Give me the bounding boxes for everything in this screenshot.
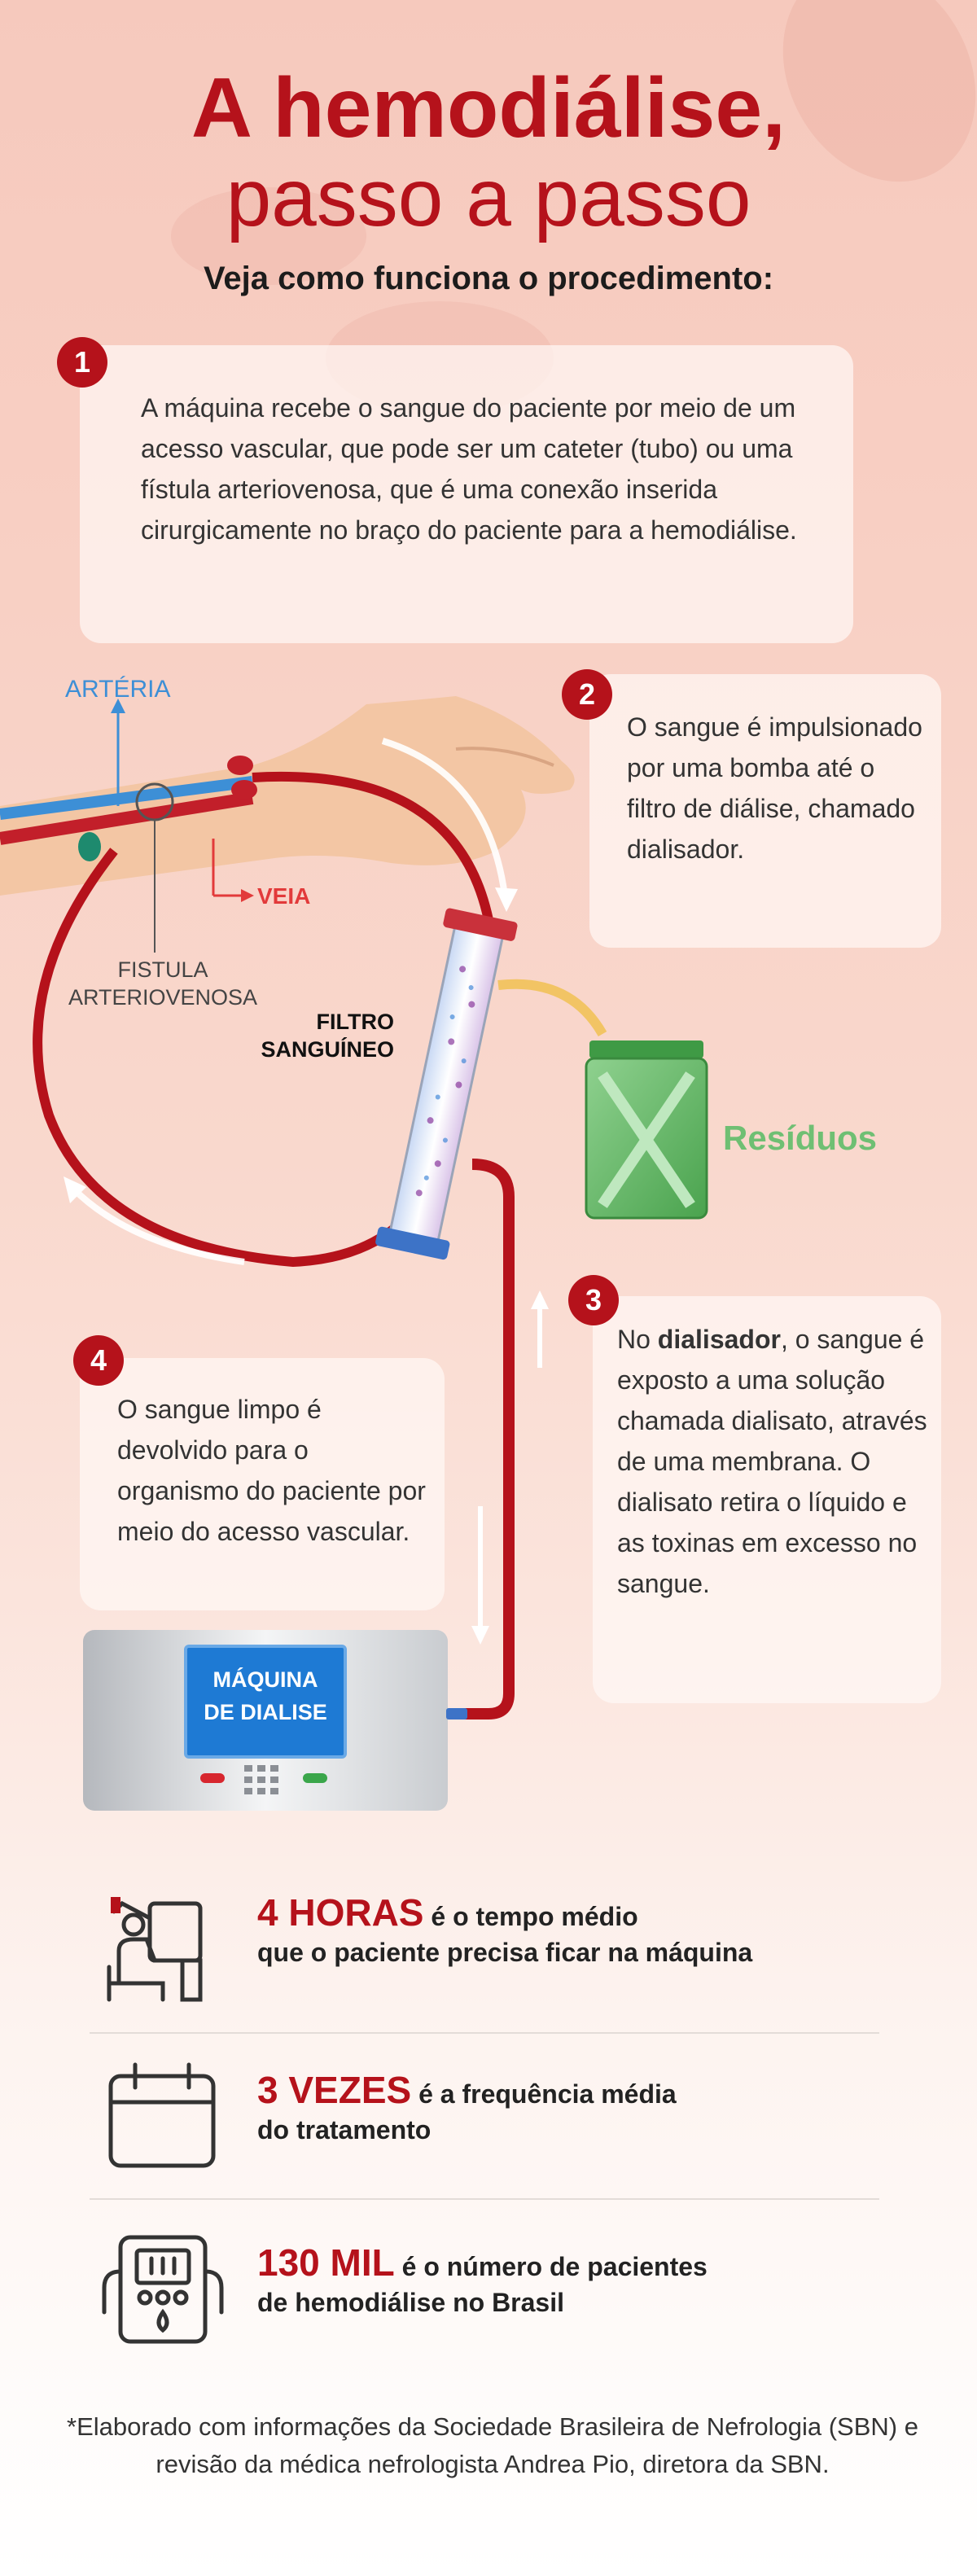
step-4-card: O sangue limpo é devolvido para o organi… — [80, 1358, 445, 1610]
step-4-text: O sangue limpo é devolvido para o organi… — [117, 1395, 426, 1546]
stat-3-line2: de hemodiálise no Brasil — [257, 2288, 564, 2317]
blood-line-to-machine — [456, 1159, 515, 1720]
stat-3-line1: é o número de pacientes — [394, 2252, 708, 2281]
step-3-card: No dialisador, o sangue é exposto a uma … — [593, 1296, 941, 1703]
stat-1-line1: é o tempo médio — [423, 1902, 638, 1931]
page-subtitle: Veja como funciona o procedimento: — [203, 261, 774, 296]
arm-illustration — [0, 696, 575, 896]
stat-2-line1: é a frequência média — [411, 2079, 677, 2109]
machine-label-line1: MÁQUINA — [213, 1667, 318, 1692]
artery-vessel — [0, 776, 253, 820]
divider — [90, 2198, 879, 2200]
step-2-badge: 2 — [562, 669, 612, 720]
stat-2-highlight: 3 VEZES — [257, 2069, 412, 2111]
vein-label: VEIA — [257, 883, 310, 909]
needle-icons — [78, 756, 257, 861]
waste-label: Resíduos — [723, 1119, 877, 1157]
blood-line-to-filter — [252, 772, 493, 922]
step-1-card: A máquina recebe o sangue do paciente po… — [80, 345, 853, 643]
step-3-text: No dialisador, o sangue é exposto a uma … — [617, 1325, 927, 1598]
filter-label-line1: FILTRO — [317, 1010, 394, 1034]
dialysis-machine — [83, 1630, 467, 1811]
stat-3-highlight: 130 MIL — [257, 2241, 395, 2284]
stat-1-line2: que o paciente precisa ficar na máquina — [257, 1938, 753, 1967]
step-1-text: A máquina recebe o sangue do paciente po… — [141, 393, 797, 545]
footnote: *Elaborado com informações da Sociedade … — [67, 2412, 918, 2478]
machine-label-line2: DE DIALISE — [204, 1700, 327, 1724]
stat-1: 4 HORAS é o tempo médio que o paciente p… — [257, 1890, 752, 1970]
divider — [90, 2032, 879, 2034]
page-title-line1: A hemodiálise, — [191, 61, 786, 156]
waste-container-icon — [585, 1040, 708, 1220]
vein-vessel — [0, 791, 254, 845]
stat-2: 3 VEZES é a frequência média do tratamen… — [257, 2068, 677, 2148]
waste-tube — [497, 979, 607, 1037]
step-3-bold-term: dialisador — [657, 1325, 781, 1354]
step-1-badge: 1 — [57, 337, 107, 388]
fistula-label-line2: ARTERIOVENOSA — [68, 985, 257, 1010]
dialysis-filter — [375, 908, 518, 1260]
dialysis-device-icon — [102, 2235, 224, 2344]
calendar-icon — [108, 2062, 216, 2168]
fistula-label-line1: FISTULA — [117, 957, 208, 982]
step-4-badge: 4 — [73, 1335, 124, 1386]
stat-2-line2: do tratamento — [257, 2115, 432, 2144]
dialysis-diagram: ARTÉRIA VEIA FISTULA ARTERIOVENOSA FILTR… — [0, 676, 877, 1811]
filter-label-line2: SANGUÍNEO — [261, 1036, 394, 1062]
artery-label: ARTÉRIA — [65, 676, 170, 703]
blood-return-line — [33, 848, 427, 1268]
stat-1-highlight: 4 HORAS — [257, 1891, 424, 1934]
patient-machine-icon — [107, 1897, 203, 2002]
step-2-text: O sangue é impulsionado por uma bomba at… — [627, 712, 922, 864]
stat-3: 130 MIL é o número de pacientes de hemod… — [257, 2241, 708, 2320]
page-title-line2: passo a passo — [226, 152, 751, 243]
step-3-badge: 3 — [568, 1275, 619, 1325]
step-2-card: O sangue é impulsionado por uma bomba at… — [589, 674, 941, 948]
